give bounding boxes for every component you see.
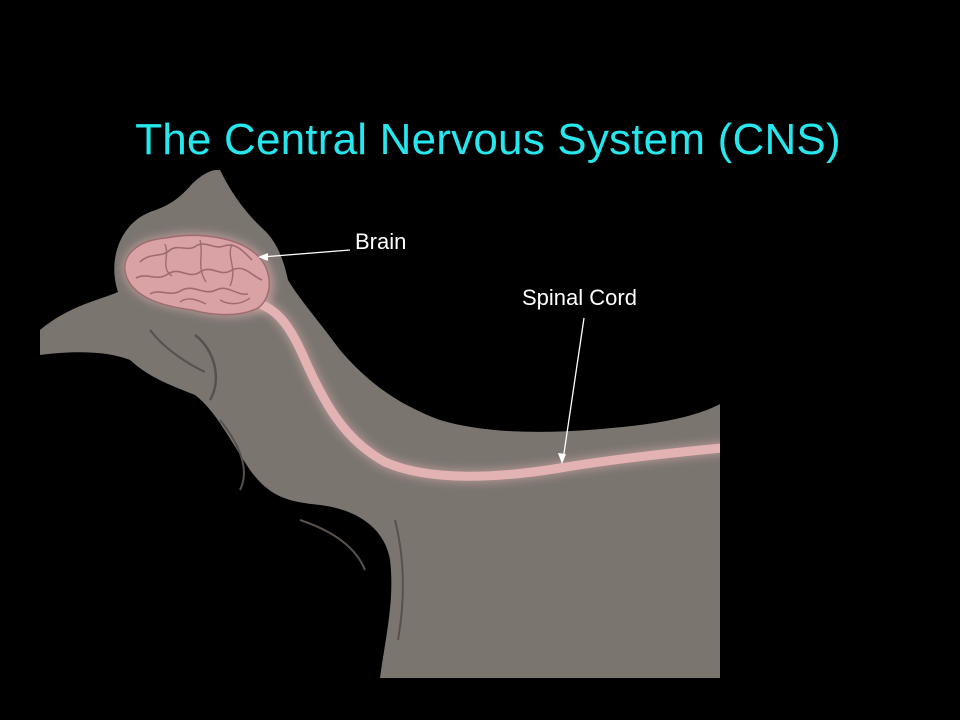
brain-icon bbox=[122, 231, 275, 319]
slide-title: The Central Nervous System (CNS) bbox=[135, 115, 841, 164]
spinal-cord-label: Spinal Cord bbox=[522, 285, 637, 310]
brain-pointer-line bbox=[261, 249, 351, 258]
spinal-cord-icon bbox=[257, 300, 720, 481]
brain-pointer-arrowhead bbox=[258, 253, 268, 261]
brain-label: Brain bbox=[355, 229, 407, 254]
spinal-cord-pointer-line bbox=[562, 317, 585, 461]
spinal-cord-pointer-arrowhead bbox=[558, 453, 566, 464]
